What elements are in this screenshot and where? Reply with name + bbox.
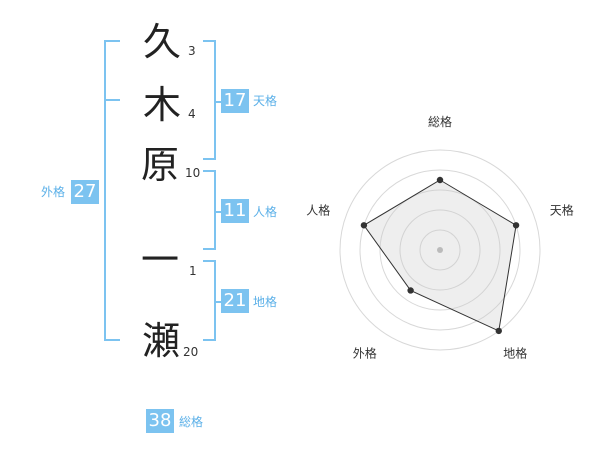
jinkaku-value-badge: 11 xyxy=(221,199,249,223)
tenkaku-value-badge: 17 xyxy=(221,89,249,113)
radar-area xyxy=(363,179,517,332)
radar-axis-label-2: 天格 xyxy=(550,202,574,217)
radar-ring xyxy=(379,189,501,311)
gaikaku-bracket xyxy=(104,40,120,341)
radar-axis-label-1: 総格 xyxy=(428,114,452,129)
radar-point-4 xyxy=(407,287,414,294)
radar-point-1 xyxy=(436,176,444,184)
jinkaku-bracket xyxy=(203,170,216,250)
radar-center-dot xyxy=(437,247,443,253)
radar-polygon xyxy=(363,179,517,332)
jinkaku-bracket-tick xyxy=(214,211,222,213)
radar-axis-label-4: 外格 xyxy=(353,346,377,361)
radar-points xyxy=(360,176,520,335)
radar-ring xyxy=(419,229,461,271)
name-char-2: 木 xyxy=(142,83,181,127)
radar-point-2 xyxy=(512,222,520,229)
jinkaku-label: 人格 xyxy=(253,205,278,219)
radar-point-5 xyxy=(360,222,368,229)
tenkaku-bracket xyxy=(203,40,216,160)
radar-ring xyxy=(359,169,521,331)
soukaku-value-badge: 38 xyxy=(146,409,174,433)
radar-axis-label-3: 地格 xyxy=(503,346,527,361)
radar-axis-label-5: 人格 xyxy=(306,202,330,217)
name-char-4: 一 xyxy=(140,238,179,282)
stroke-count-2: 4 xyxy=(188,107,196,121)
gaikaku-value-badge: 27 xyxy=(71,180,99,204)
stroke-count-4: 1 xyxy=(189,264,197,278)
tenkaku-label: 天格 xyxy=(253,94,278,108)
gaikaku-bracket-tick xyxy=(104,99,120,101)
name-char-3: 原 xyxy=(140,143,179,187)
gaikaku-label: 外格 xyxy=(41,185,66,199)
chikaku-bracket xyxy=(203,260,216,341)
name-char-1: 久 xyxy=(142,20,181,64)
chikaku-bracket-tick xyxy=(214,301,222,303)
chikaku-value-badge: 21 xyxy=(221,289,249,313)
stroke-count-1: 3 xyxy=(188,44,196,58)
stroke-count-5: 20 xyxy=(183,345,199,359)
stroke-count-3: 10 xyxy=(185,166,201,180)
name-char-5: 瀬 xyxy=(141,319,180,363)
radar-ring xyxy=(399,209,481,291)
soukaku-label: 総格 xyxy=(179,415,204,429)
chikaku-label: 地格 xyxy=(253,295,278,309)
tenkaku-bracket-tick xyxy=(214,101,222,103)
radar-point-3 xyxy=(495,327,502,335)
